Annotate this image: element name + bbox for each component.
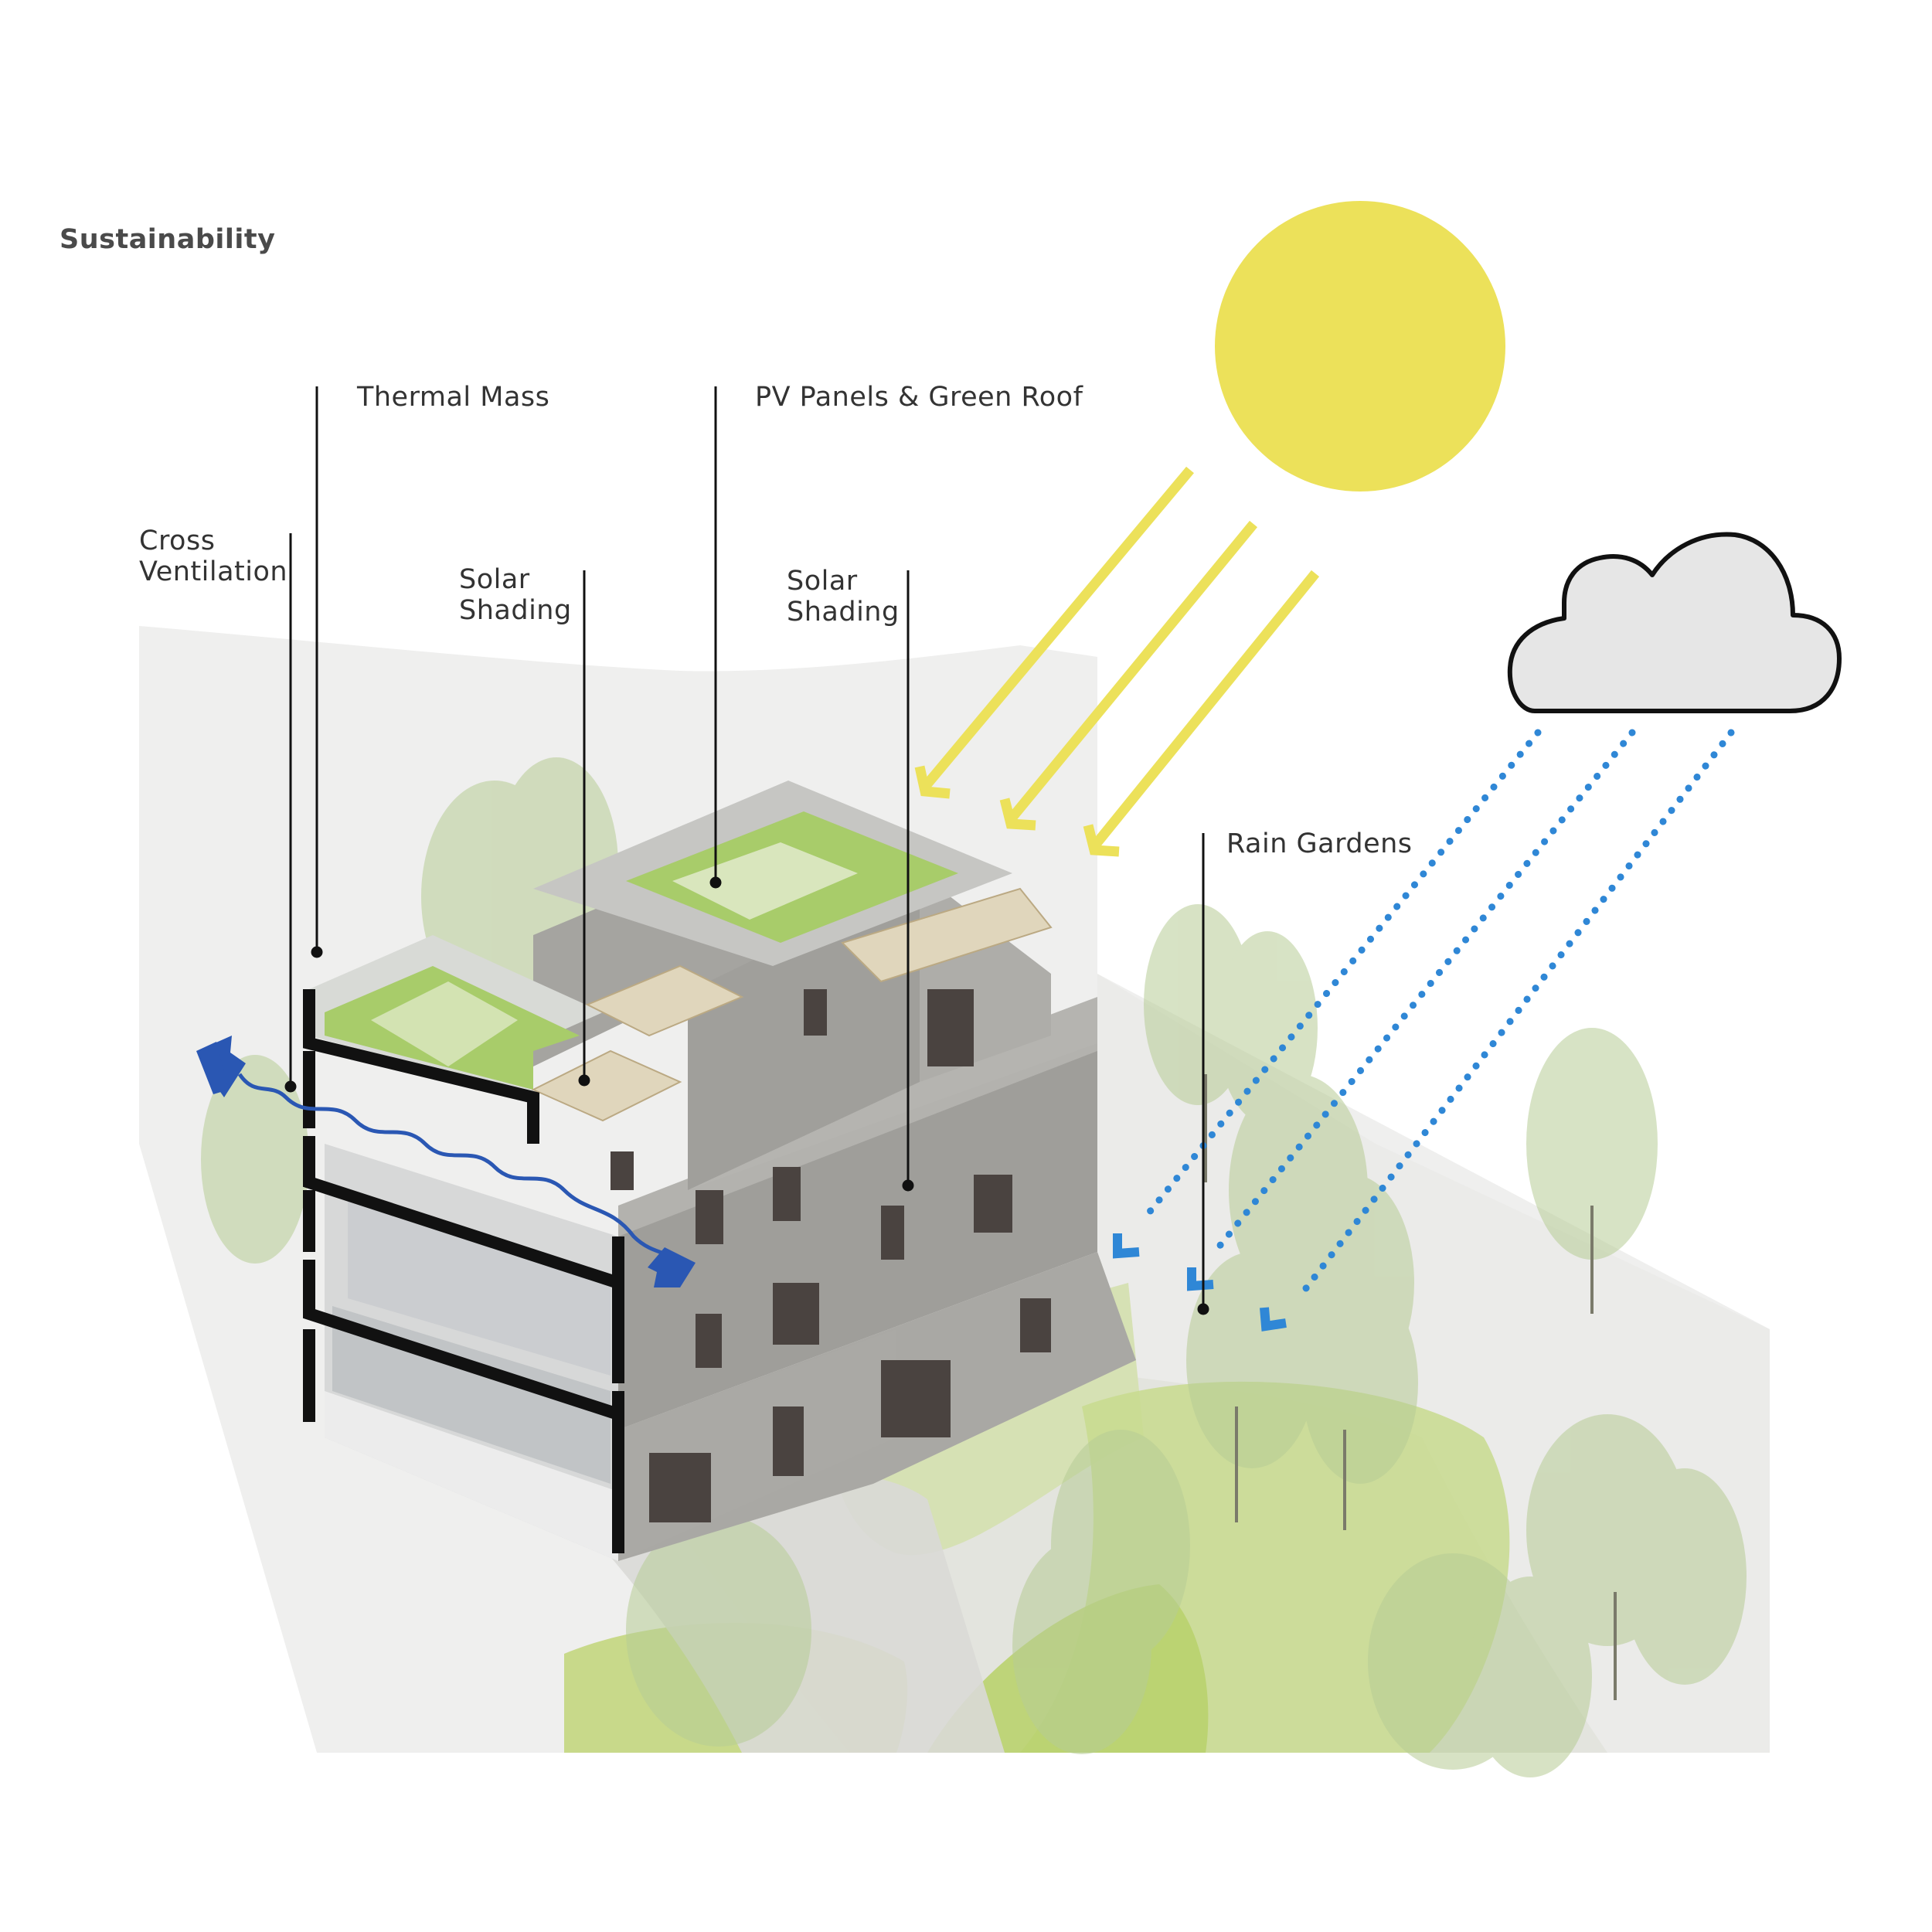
trees: [201, 757, 1747, 1777]
callout-solar-shading-right: Solar Shading: [787, 566, 900, 628]
callout-label-line-1: Cross: [139, 526, 216, 556]
callout-label: PV Panels & Green Roof: [755, 382, 1083, 413]
sunlight-arrows: [914, 466, 1320, 857]
callout-label-line-2: Shading: [787, 597, 900, 628]
callout-label-line-2: Ventilation: [139, 556, 288, 587]
callout-label: Rain Gardens: [1226, 828, 1413, 859]
building: [303, 781, 1136, 1561]
rain-arrow-head: [1187, 1267, 1214, 1291]
callout-label-line-1: Solar: [459, 564, 530, 595]
rain-arrow-head: [1113, 1233, 1140, 1259]
leader-lines: [284, 386, 1209, 1315]
airflow-arrow-icon: [196, 1036, 696, 1287]
rain-arrow-head: [1260, 1307, 1287, 1332]
sunlight-arrow-icon: [914, 466, 1194, 799]
callout-rain-gardens: Rain Gardens: [1226, 828, 1413, 859]
sun-icon: [1215, 201, 1505, 492]
rain-arrow-icon: [1211, 729, 1636, 1256]
callout-thermal-mass: Thermal Mass: [357, 382, 549, 413]
callout-cross-ventilation: Cross Ventilation: [139, 526, 287, 587]
cloud-icon: [1507, 532, 1842, 713]
callout-label-line-2: Shading: [459, 595, 572, 626]
callout-label-line-1: Solar: [787, 566, 858, 597]
callout-pv-panels-green-roof: PV Panels & Green Roof: [755, 382, 1083, 413]
rain-arrows: [1138, 729, 1735, 1302]
sunlight-arrow-icon: [999, 520, 1258, 831]
page-title: Sustainability: [60, 224, 276, 255]
callout-label: Thermal Mass: [357, 382, 550, 413]
sunlight-arrow-icon: [1083, 570, 1320, 857]
callout-solar-shading-left: Solar Shading: [459, 564, 572, 626]
